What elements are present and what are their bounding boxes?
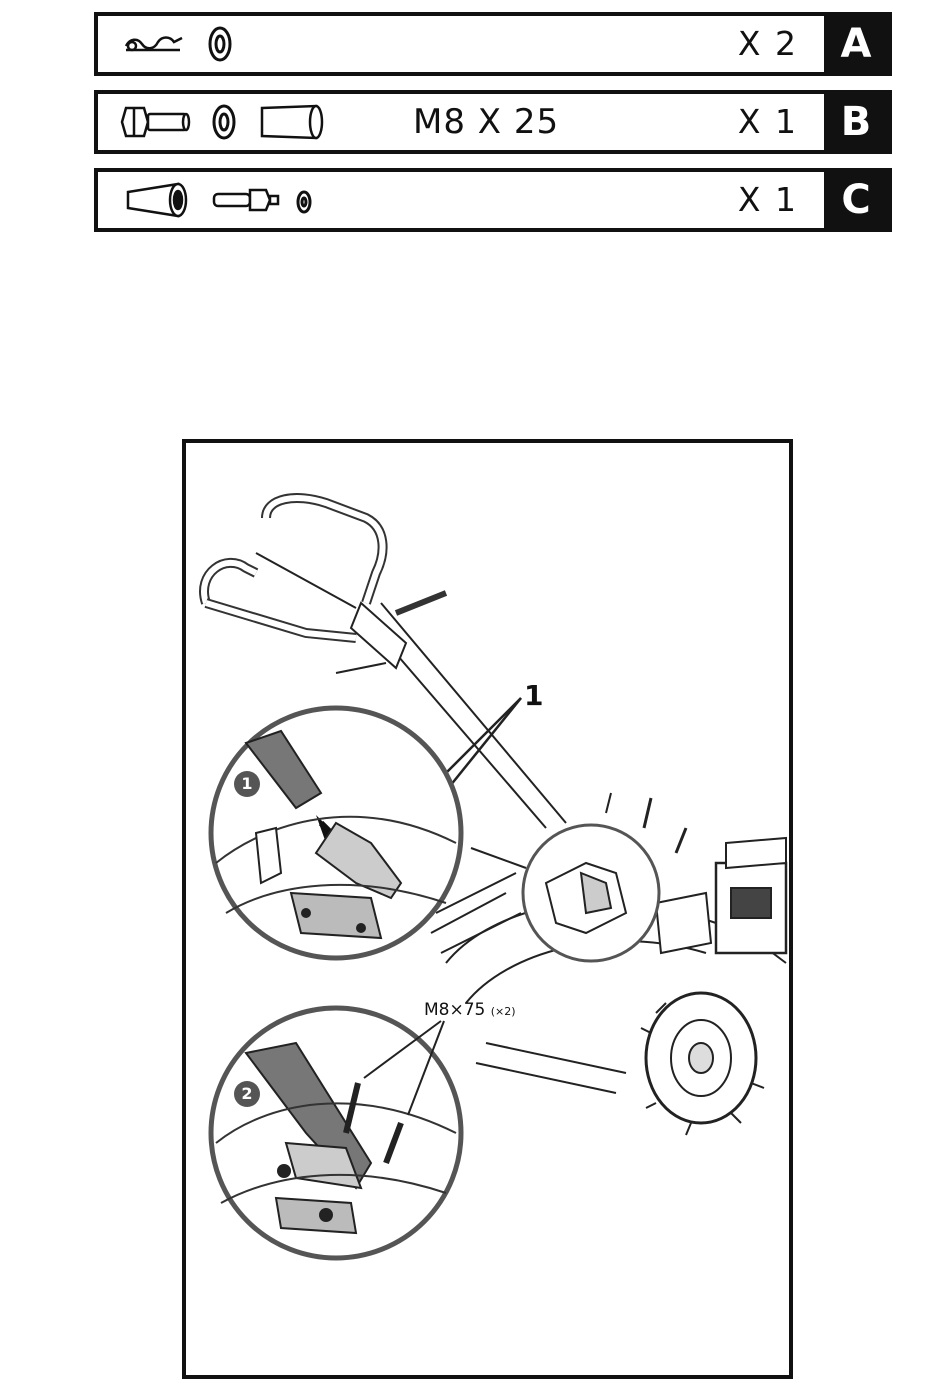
bolt-size: M8×75 (424, 1000, 485, 1020)
parts-row-b: M8 X 25 X 1 B (94, 90, 892, 154)
detail-circle-1 (211, 708, 461, 958)
bolt-spec-label: M8×75 (×2) (424, 1000, 516, 1020)
part-letter: C (824, 172, 888, 228)
tiller-drawing (186, 443, 793, 1379)
washer-icon (210, 28, 230, 60)
washer-icon (214, 106, 234, 138)
parts-row-a: X 2 A (94, 12, 892, 76)
hex-bolt-icon (122, 108, 189, 136)
part-quantity: X 2 (738, 16, 798, 72)
bolt-quantity: (×2) (491, 1005, 516, 1018)
engine-icon (656, 838, 786, 953)
part-letter: B (824, 94, 888, 150)
handle-grip-icon (128, 184, 186, 216)
nut-icon (298, 192, 310, 212)
step-badge-2: 2 (234, 1081, 260, 1107)
hairpin-clip-icon (126, 38, 182, 51)
wheel-icon (641, 993, 764, 1135)
pin-icon (214, 190, 278, 210)
parts-row-b-icons (120, 94, 340, 150)
part-size: M8 X 25 (413, 94, 559, 150)
callout-number: 1 (524, 679, 543, 712)
detail-circle-2 (211, 1008, 461, 1258)
parts-row-c-icons (120, 172, 340, 228)
parts-row-c: X 1 C (94, 168, 892, 232)
spacer-icon (262, 106, 322, 138)
assembly-illustration: 1 1 2 M8×75 (×2) (182, 439, 793, 1379)
part-quantity: X 1 (738, 172, 798, 228)
part-letter: A (824, 16, 888, 72)
parts-row-a-icons (120, 16, 260, 72)
part-quantity: X 1 (738, 94, 798, 150)
step-badge-1: 1 (234, 771, 260, 797)
